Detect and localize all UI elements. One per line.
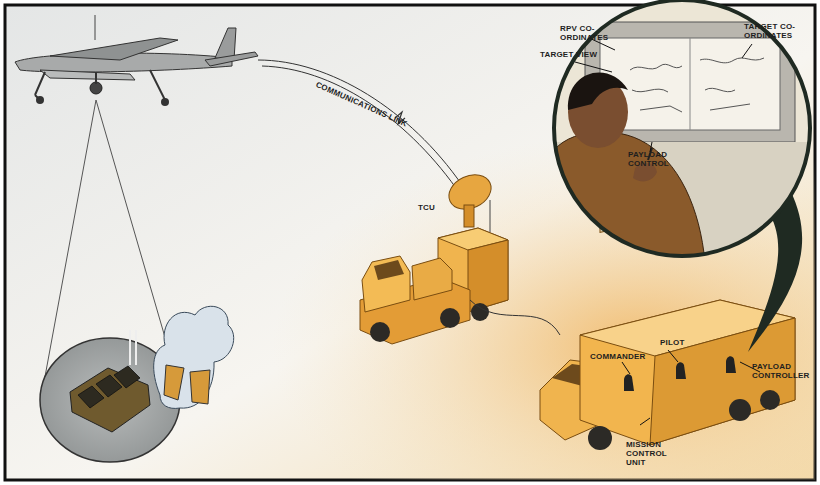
operator-hair [568, 73, 628, 110]
wheel [161, 98, 169, 106]
wheel [471, 303, 489, 321]
ground-target [40, 306, 234, 462]
link-line [258, 60, 462, 185]
leader-line [668, 350, 678, 362]
screen-divider [690, 38, 691, 130]
landing-gear [35, 72, 45, 100]
picture-frame [5, 5, 815, 480]
wheel [588, 426, 612, 450]
inset-content [548, 0, 820, 262]
connecting-cable [470, 300, 560, 335]
dish-mast [464, 205, 474, 227]
operator-inset [548, 0, 820, 262]
rpv-aircraft [15, 15, 258, 106]
wheel [370, 322, 390, 342]
tcu-truck [360, 168, 508, 344]
pointer-arrow [742, 44, 752, 58]
truck-cab [362, 256, 410, 312]
crew-label: PAYLOAD CONTROLLER [752, 362, 814, 380]
unit-label: TCU [418, 203, 448, 212]
screen-label: TARGET VIEW [540, 50, 600, 59]
orange-glow [5, 5, 815, 480]
wing [40, 70, 135, 80]
inset-border [554, 0, 810, 256]
operator-figure [726, 356, 736, 373]
leader-line [640, 418, 650, 425]
cargo-box [412, 258, 452, 300]
wheel [440, 308, 460, 328]
unit-label: MISSION CONTROL UNIT [626, 440, 686, 467]
antenna [95, 15, 96, 40]
landing-gear [150, 70, 165, 100]
screen-label: TARGET CO-ORDINATES [744, 22, 806, 40]
communications-link [258, 60, 462, 188]
smoke-cloud [154, 306, 234, 408]
wheel [760, 390, 780, 410]
crew-label: COMMANDER [590, 352, 650, 361]
explosion-legs [164, 365, 210, 404]
screen-map [700, 58, 764, 110]
antenna [490, 200, 491, 232]
screen-label: RPV CO-ORDINATES [560, 24, 640, 42]
chimney [129, 330, 131, 365]
operator-figure [624, 374, 634, 391]
screen-map [630, 64, 682, 112]
shelter-side [650, 318, 795, 445]
turret-mount [95, 72, 97, 84]
tailplane [205, 52, 258, 66]
cone-line [44, 100, 96, 382]
chimney [135, 330, 137, 365]
control-label: PAYLOAD CONTROL [628, 150, 708, 168]
cab-window [374, 260, 404, 280]
link-label: COMMUNICATIONS LINK [314, 80, 427, 137]
wheel [729, 399, 751, 421]
shelter-side [468, 240, 508, 312]
wheel [36, 96, 44, 104]
operator-figure [676, 362, 686, 379]
wing [50, 38, 178, 60]
crew-label: PILOT [660, 338, 690, 347]
link-line [262, 66, 456, 188]
pointer-arrow [575, 62, 612, 72]
building-roof [78, 366, 140, 408]
leader-line [622, 362, 630, 374]
